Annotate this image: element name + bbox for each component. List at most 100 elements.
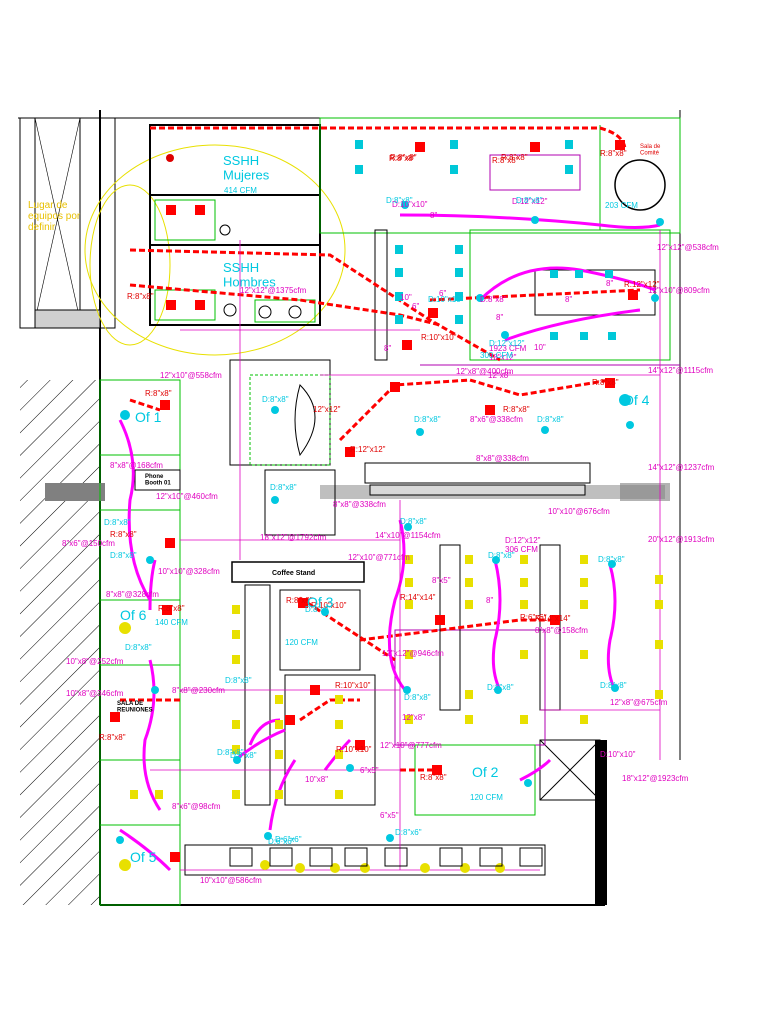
- grille-label-6: R:12"x12": [350, 445, 386, 454]
- return-grille: [550, 615, 560, 625]
- diffuser-label-9: D:8"x8": [487, 683, 514, 692]
- duct-label-47: 10": [400, 293, 412, 302]
- duct-label-23: 12"x8"@400cfm: [456, 367, 514, 376]
- duct-label-11: 12"x12"@1375cfm: [240, 286, 307, 295]
- duct-label-15: 12"x12"@946cfm: [382, 649, 444, 658]
- duct-label-46: 8": [384, 344, 391, 353]
- duct-label-9: 8"x6"@98cfm: [172, 802, 221, 811]
- central-core: [231, 544, 561, 816]
- grille-label-5: R:8"x8": [145, 389, 172, 398]
- diffuser: [501, 331, 509, 339]
- duct-label-24: 8"x6"@338cfm: [470, 415, 523, 424]
- duct-label-22: 8"x8"@338cfm: [333, 500, 386, 509]
- diffuser-label-24: Of 1: [135, 409, 162, 425]
- diffuser-label-32: 120 CFM: [285, 638, 318, 647]
- lounge-area: [229, 359, 591, 536]
- duct-size-labels: 12"x10"@558cfm8"x8"@168cfm12"x10"@460cfm…: [62, 197, 719, 885]
- diffuser-label-27: Of 4: [623, 392, 650, 408]
- diffuser-label-8: D:8"x8": [400, 517, 427, 526]
- duct-label-34: D:12"x12"306 CFM: [505, 536, 541, 554]
- return-grille: [166, 205, 176, 215]
- return-grille: [615, 140, 625, 150]
- diffuser-label-31: 120 CFM: [470, 793, 503, 802]
- diffuser-label-18: D:8"x8": [305, 605, 332, 614]
- return-grille: [195, 205, 205, 215]
- grille-label-7: R:10"x10": [421, 333, 457, 342]
- diffuser-label-21: D:12"x12": [489, 339, 525, 348]
- return-grille: [530, 142, 540, 152]
- grille-label-11: R:8"x8": [286, 596, 313, 605]
- duct-label-8: 10"x8"@252cfm: [66, 657, 124, 666]
- duct-label-13: 12"x10"@771cfm: [348, 553, 410, 562]
- duct-label-35: 12"x8": [488, 371, 511, 380]
- duct-label-29: 14"x12"@1237cfm: [648, 463, 715, 472]
- grille-label-15: R:10"x10": [335, 681, 371, 690]
- diffuser-label-26: Of 3: [307, 594, 334, 610]
- diffuser: [346, 764, 354, 772]
- grille-label-20: R:10"x10": [311, 601, 347, 610]
- diffuser-label-1: D:8"x8": [516, 196, 543, 205]
- supply-diffusers: [116, 201, 664, 844]
- duct-label-28: 14"x12"@1115cfm: [648, 366, 713, 375]
- duct-label-36: 12"x8": [402, 713, 425, 722]
- diffuser: [403, 686, 411, 694]
- return-grille: [170, 852, 180, 862]
- return-grille: [390, 382, 400, 392]
- return-grille: [605, 378, 615, 388]
- return-grille: [165, 538, 175, 548]
- grille-label-19: R:6"x6": [520, 613, 547, 622]
- diffuser: [494, 686, 502, 694]
- diffuser: [541, 426, 549, 434]
- diffuser-label-33: 140 CFM: [155, 618, 188, 627]
- grille-label-18: R:8"x8": [420, 773, 447, 782]
- duct-label-16: 8"x8"@158cfm: [535, 626, 588, 635]
- duct-label-4: 10"x10"@328cfm: [158, 567, 220, 576]
- diffuser: [416, 428, 424, 436]
- grille-label-14: R:8"x8": [592, 378, 619, 387]
- duct-label-41: 6": [412, 302, 419, 311]
- grille-label-17: R:8"x8": [99, 733, 126, 742]
- equipment-area: [19, 117, 346, 356]
- diffuser-label-23: D:8"x8": [125, 643, 152, 652]
- diffuser-label-0: D:8"x8": [386, 196, 413, 205]
- grille-label-8: R:8"x8": [503, 405, 530, 414]
- duct-label-7: 8"x8"@230cfm: [172, 686, 225, 695]
- return-grille: [402, 340, 412, 350]
- diffuser: [264, 832, 272, 840]
- return-grille: [285, 715, 295, 725]
- bottom-desks: [229, 847, 543, 867]
- diffuser: [116, 836, 124, 844]
- grille-label-23: 12"x12": [313, 405, 341, 414]
- duct-label-25: 10"x10"@676cfm: [548, 507, 610, 516]
- diffuser: [404, 523, 412, 531]
- return-grille: [432, 765, 442, 775]
- return-grille: [298, 598, 308, 608]
- bottom-workstations: [184, 844, 546, 876]
- grille-label-1: R:8"x8": [390, 153, 417, 162]
- grille-size-labels: R:8"x8" R:8"x8" R:8"x8" R:8"x8" R:12"x12" R:8…: [99, 149, 660, 782]
- duct-label-0: 12"x10"@558cfm: [160, 371, 222, 380]
- duct-label-42: 10": [534, 343, 546, 352]
- return-grille: [355, 740, 365, 750]
- return-grille: [415, 142, 425, 152]
- diffuser: [233, 756, 241, 764]
- diffuser-label-2: D:8"x8": [262, 395, 289, 404]
- duct-label-44: 8": [565, 295, 572, 304]
- top-offices: [319, 117, 681, 366]
- grille-label-16: R:10"x10": [336, 745, 372, 754]
- grille-label-3: R:8"x8": [600, 149, 627, 158]
- diffuser-label-34: 300 CFM: [480, 351, 513, 360]
- duct-label-48: D:10"x10": [392, 200, 428, 209]
- sshh-mujeres-cfm: 414 CFM: [224, 186, 257, 195]
- return-grille: [485, 405, 495, 415]
- diffuser-label-17: D:6"x6": [275, 835, 302, 844]
- diffuser: [531, 216, 539, 224]
- grille-label-9: R:8"x8": [110, 530, 137, 539]
- return-grille: [345, 447, 355, 457]
- grille-label-13: R:14"x14": [535, 614, 571, 623]
